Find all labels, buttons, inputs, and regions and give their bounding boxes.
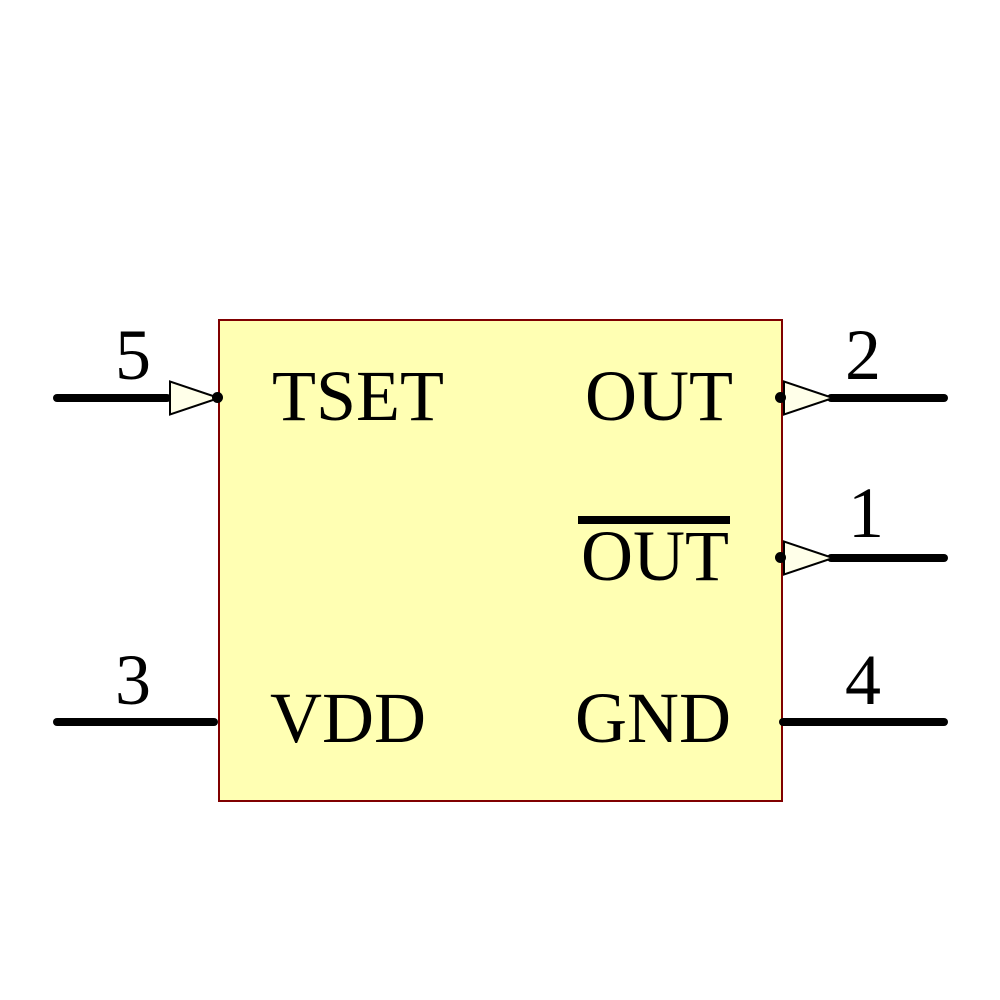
pin-label-out: OUT bbox=[585, 356, 733, 436]
pin-label-out-bar-overline bbox=[578, 516, 730, 524]
pin-1-wire bbox=[827, 554, 948, 562]
pin-2-wire bbox=[827, 394, 948, 402]
pin-3-number: 3 bbox=[115, 640, 151, 720]
pin-4-wire bbox=[779, 718, 948, 726]
pin-2-number: 2 bbox=[845, 315, 881, 395]
pin-5-input-arrow-icon bbox=[169, 380, 223, 416]
component-body bbox=[218, 319, 783, 802]
pin-5-connection-dot bbox=[212, 392, 223, 403]
pin-5-wire bbox=[53, 394, 171, 402]
pin-label-tset: TSET bbox=[272, 356, 444, 436]
pin-2-connection-dot bbox=[775, 392, 786, 403]
pin-3-wire bbox=[53, 718, 218, 726]
pin-1-output-arrow-icon bbox=[783, 540, 837, 576]
pin-4-number: 4 bbox=[845, 640, 881, 720]
pin-label-gnd: GND bbox=[575, 678, 731, 758]
pin-label-vdd: VDD bbox=[270, 678, 426, 758]
pin-label-out-bar: OUT bbox=[581, 516, 729, 596]
pin-5-number: 5 bbox=[115, 315, 151, 395]
pin-1-number: 1 bbox=[848, 473, 884, 553]
pin-1-connection-dot bbox=[775, 552, 786, 563]
